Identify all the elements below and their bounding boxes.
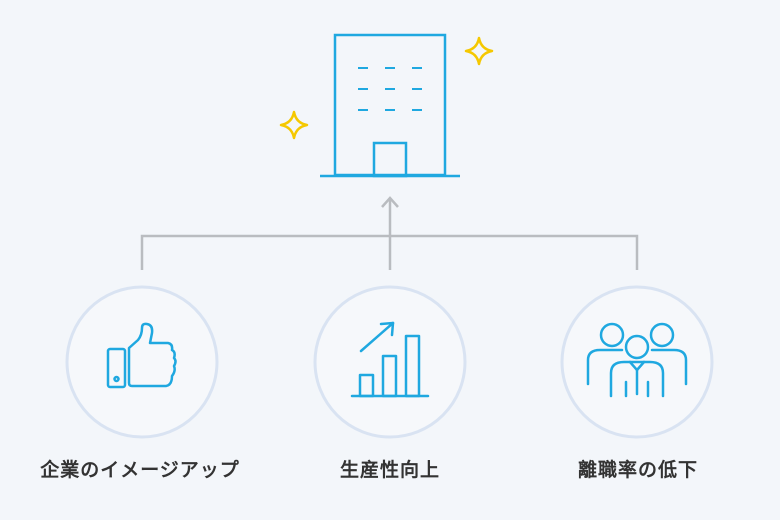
item-label-turnover: 離職率の低下 xyxy=(577,459,698,481)
growth-chart-icon xyxy=(350,321,430,398)
connector-lines xyxy=(140,196,639,270)
sparkle-icon xyxy=(279,110,309,140)
item-circle xyxy=(313,285,467,439)
people-group-icon xyxy=(586,322,688,398)
item-label-image-up: 企業のイメージアップ xyxy=(40,459,240,481)
sparkle-icon xyxy=(464,36,494,66)
item-circle xyxy=(65,285,219,439)
office-building-icon xyxy=(320,33,460,178)
item-label-productivity: 生産性向上 xyxy=(339,459,440,481)
thumbs-up-icon xyxy=(106,322,177,389)
